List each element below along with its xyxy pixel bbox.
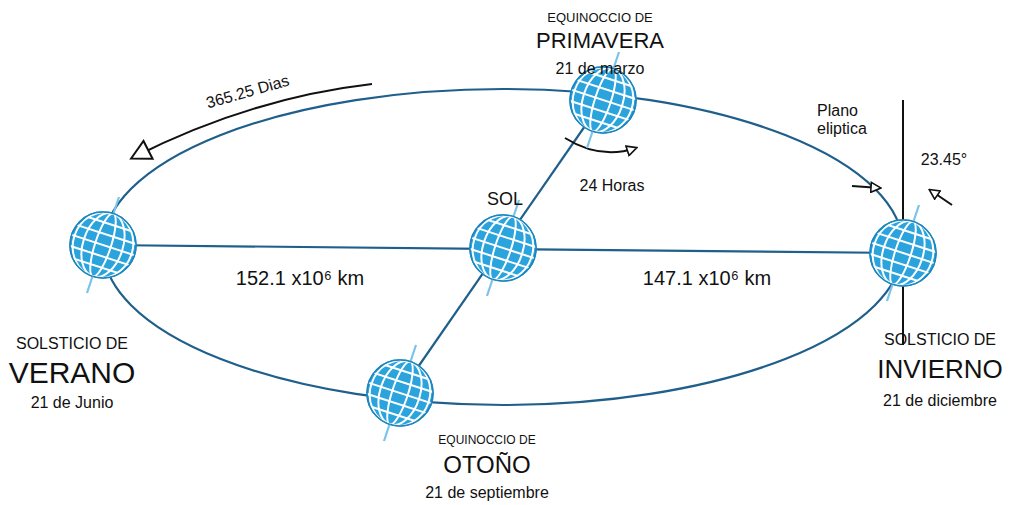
meridian-line	[864, 212, 941, 293]
rotation-arrow	[565, 138, 636, 152]
label: SOLSTICIO DE	[16, 335, 128, 353]
label: 365.25 Dias	[205, 72, 292, 112]
meridian-line	[382, 359, 418, 427]
globe	[455, 200, 551, 296]
parallel-line	[362, 381, 438, 406]
meridian-line	[361, 352, 438, 433]
label: 21 de marzo	[556, 60, 645, 78]
label: PRIMAVERA	[536, 29, 664, 53]
equinox-line	[400, 100, 603, 393]
parallel-line	[465, 236, 541, 261]
parallel-line	[865, 241, 941, 266]
globe	[352, 345, 448, 441]
tilt-arrow	[930, 190, 952, 205]
globes	[55, 52, 951, 441]
meridian-line	[885, 219, 921, 287]
label: INVIERNO	[877, 355, 1003, 384]
parallel-line	[65, 233, 141, 258]
orbit-ellipse	[103, 89, 903, 405]
label: EQUINOCCIO DE	[547, 11, 652, 25]
label: Plano eliptica	[817, 102, 887, 137]
label: VERANO	[9, 356, 136, 389]
label: OTOÑO	[443, 452, 531, 478]
label: 21 de Junio	[31, 394, 114, 412]
label: 21 de diciembre	[883, 392, 997, 410]
meridian-line	[464, 207, 541, 288]
label: SOL	[487, 190, 523, 210]
label: 23.45°	[921, 151, 967, 169]
meridian-line	[85, 211, 121, 279]
meridian-line	[485, 214, 521, 282]
label: 21 de septiembre	[425, 484, 549, 502]
label: EQUINOCCIO DE	[438, 434, 535, 447]
label: 147.1 x10⁶ km	[643, 267, 771, 289]
label: SOLSTICIO DE	[884, 331, 996, 349]
label: 152.1 x10⁶ km	[236, 267, 364, 289]
globe	[855, 205, 951, 301]
globe	[55, 197, 151, 293]
plane-arrow	[852, 186, 880, 188]
label: 24 Horas	[580, 177, 645, 195]
meridian-line	[64, 204, 141, 285]
globe	[555, 52, 651, 148]
